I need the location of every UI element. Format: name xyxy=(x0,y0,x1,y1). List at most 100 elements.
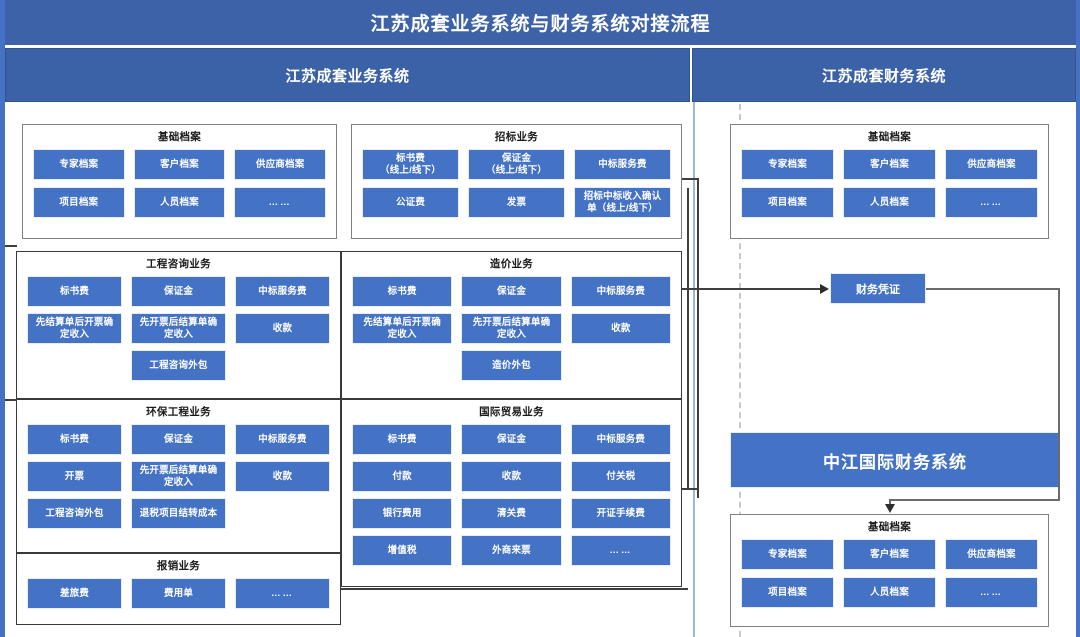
chip-winning-service-fee[interactable]: 中标服务费 xyxy=(235,424,330,455)
panel-cost-estimation-business: 造价业务 标书费 保证金 中标服务费 先结算单后开票确定收入 先开票后结算单确定… xyxy=(341,251,682,399)
chip-invoice-then-settle-revenue[interactable]: 先开票后结算单确定收入 xyxy=(131,461,226,492)
chip-more-ellipsis[interactable]: …… xyxy=(570,535,671,566)
panel-title: 报销业务 xyxy=(156,560,201,572)
chip-grid: 标书费（线上/线下） 保证金（线上/线下） 中标服务费 公证费 发票 招标中标收… xyxy=(352,144,681,226)
chip-grid: 专家档案 客户档案 供应商档案 项目档案 人员档案 …… xyxy=(731,534,1048,616)
panel-title: 国际贸易业务 xyxy=(479,406,544,418)
chip-tender-document-fee[interactable]: 标书费 xyxy=(27,424,122,455)
chip-customer-archive[interactable]: 客户档案 xyxy=(843,149,936,180)
chip-personnel-archive[interactable]: 人员档案 xyxy=(133,187,226,218)
chip-supplier-archive[interactable]: 供应商档案 xyxy=(234,149,326,180)
chip-project-archive[interactable]: 项目档案 xyxy=(741,577,834,608)
chip-invoice-then-settle-revenue[interactable]: 先开票后结算单确定收入 xyxy=(461,313,562,344)
node-zhongjiang-finance-system[interactable]: 中江国际财务系统 xyxy=(730,432,1060,488)
chip-personnel-archive[interactable]: 人员档案 xyxy=(843,577,936,608)
chip-spacer xyxy=(235,498,330,529)
chip-project-archive[interactable]: 项目档案 xyxy=(33,187,125,218)
chip-winning-service-fee[interactable]: 中标服务费 xyxy=(570,276,671,307)
panel-reimbursement-business: 报销业务 差旅费 费用单 …… xyxy=(16,553,341,625)
chip-winning-service-fee[interactable]: 中标服务费 xyxy=(574,149,671,180)
chip-tender-document-fee[interactable]: 标书费 xyxy=(352,424,453,455)
chip-spacer xyxy=(352,350,452,381)
chip-grid: 标书费 保证金 中标服务费 先结算单后开票确定收入 先开票后结算单确定收入 收款… xyxy=(342,271,681,389)
chip-deposit[interactable]: 保证金（线上/线下） xyxy=(468,149,565,180)
chip-personnel-archive[interactable]: 人员档案 xyxy=(843,187,936,218)
chip-receipt[interactable]: 收款 xyxy=(570,313,671,344)
chip-invoice[interactable]: 发票 xyxy=(468,187,565,218)
chip-tender-document-fee[interactable]: 标书费（线上/线下） xyxy=(362,149,459,180)
chip-bid-income-confirmation[interactable]: 招标中标收入确认单（线上/线下） xyxy=(574,187,671,218)
chip-engineering-consulting-outsourcing[interactable]: 工程咨询外包 xyxy=(131,350,226,381)
chip-more-ellipsis[interactable]: …… xyxy=(234,187,326,218)
chip-customs-duty-payment[interactable]: 付关税 xyxy=(570,461,671,492)
chip-tender-document-fee[interactable]: 标书费 xyxy=(352,276,453,307)
chip-tender-document-fee[interactable]: 标书费 xyxy=(27,276,122,307)
chip-deposit[interactable]: 保证金 xyxy=(131,276,226,307)
panel-title: 基础档案 xyxy=(157,131,202,143)
diagram-title-bar: 江苏成套业务系统与财务系统对接流程 xyxy=(5,0,1076,45)
chip-project-archive[interactable]: 项目档案 xyxy=(741,187,834,218)
chip-expense-voucher[interactable]: 费用单 xyxy=(131,578,226,609)
chip-receipt[interactable]: 收款 xyxy=(235,313,330,344)
panel-title: 造价业务 xyxy=(489,258,534,270)
chip-foreign-supplier-invoice[interactable]: 外商来票 xyxy=(461,535,562,566)
system-boundary-line xyxy=(693,102,695,637)
connector-voucher-down xyxy=(1058,288,1060,500)
chip-tax-refund-project-cost-carryover[interactable]: 退税项目结转成本 xyxy=(131,498,226,529)
chip-expert-archive[interactable]: 专家档案 xyxy=(33,149,125,180)
page-title: 江苏成套业务系统与财务系统对接流程 xyxy=(370,14,711,35)
chip-customer-archive[interactable]: 客户档案 xyxy=(133,149,226,180)
chip-lc-handling-fee[interactable]: 开证手续费 xyxy=(570,498,671,529)
chip-receipt[interactable]: 收款 xyxy=(461,461,562,492)
chip-customs-clearance-fee[interactable]: 清关费 xyxy=(461,498,562,529)
chip-expert-archive[interactable]: 专家档案 xyxy=(741,539,834,570)
connector-eng-left-stub xyxy=(5,245,17,247)
connector-trunk-to-voucher xyxy=(688,288,822,290)
chip-winning-service-fee[interactable]: 中标服务费 xyxy=(570,424,671,455)
chip-expert-archive[interactable]: 专家档案 xyxy=(741,149,834,180)
chip-spacer xyxy=(571,350,671,381)
chip-more-ellipsis[interactable]: …… xyxy=(945,577,1038,608)
chip-invoice-then-settle-revenue[interactable]: 先开票后结算单确定收入 xyxy=(131,313,226,344)
connector-trunk-vertical-inner xyxy=(687,188,689,488)
connector-to-archive-bottom xyxy=(890,499,1060,501)
panel-bidding-business: 招标业务 标书费（线上/线下） 保证金（线上/线下） 中标服务费 公证费 发票 … xyxy=(351,124,682,239)
chip-customer-archive[interactable]: 客户档案 xyxy=(843,539,936,570)
chip-issue-invoice[interactable]: 开票 xyxy=(27,461,122,492)
chip-supplier-archive[interactable]: 供应商档案 xyxy=(945,149,1038,180)
chip-notarization-fee[interactable]: 公证费 xyxy=(362,187,459,218)
node-financial-voucher[interactable]: 财务凭证 xyxy=(830,273,926,304)
connector-trunk-vertical xyxy=(697,178,699,498)
panel-basic-archive-business: 基础档案 专家档案 客户档案 供应商档案 项目档案 人员档案 …… xyxy=(22,124,337,239)
chip-grid: 标书费 保证金 中标服务费 开票 先开票后结算单确定收入 收款 工程咨询外包 退… xyxy=(17,419,340,537)
chip-spacer xyxy=(27,350,122,381)
chip-settle-then-invoice-revenue[interactable]: 先结算单后开票确定收入 xyxy=(27,313,122,344)
chip-settle-then-invoice-revenue[interactable]: 先结算单后开票确定收入 xyxy=(352,313,453,344)
chip-engineering-consulting-outsourcing[interactable]: 工程咨询外包 xyxy=(27,498,122,529)
page-edge-left-band xyxy=(0,0,5,637)
chip-cost-estimation-outsourcing[interactable]: 造价外包 xyxy=(461,350,562,381)
panel-title: 工程咨询业务 xyxy=(146,258,211,270)
chip-deposit[interactable]: 保证金 xyxy=(131,424,226,455)
connector-env-left-stub xyxy=(5,399,17,401)
chip-deposit[interactable]: 保证金 xyxy=(461,424,562,455)
chip-value-added-tax[interactable]: 增值税 xyxy=(352,535,453,566)
chip-payment[interactable]: 付款 xyxy=(352,461,453,492)
chip-bank-charges[interactable]: 银行费用 xyxy=(352,498,453,529)
panel-environmental-engineering-business: 环保工程业务 标书费 保证金 中标服务费 开票 先开票后结算单确定收入 收款 工… xyxy=(16,399,341,553)
chip-winning-service-fee[interactable]: 中标服务费 xyxy=(235,276,330,307)
page-edge-right-band xyxy=(1076,0,1080,637)
chip-more-ellipsis[interactable]: …… xyxy=(945,187,1038,218)
chip-deposit[interactable]: 保证金 xyxy=(461,276,562,307)
panel-basic-archive-finance-top: 基础档案 专家档案 客户档案 供应商档案 项目档案 人员档案 …… xyxy=(730,124,1049,239)
arrow-into-voucher-icon xyxy=(820,284,829,294)
system-header-finance-label: 江苏成套财务系统 xyxy=(821,67,946,85)
system-header-business-label: 江苏成套业务系统 xyxy=(285,67,410,85)
arrow-into-archive-bottom-icon xyxy=(885,504,895,513)
chip-supplier-archive[interactable]: 供应商档案 xyxy=(945,539,1038,570)
chip-receipt[interactable]: 收款 xyxy=(235,461,330,492)
chip-travel-expense[interactable]: 差旅费 xyxy=(27,578,122,609)
chip-more-ellipsis[interactable]: …… xyxy=(235,578,330,609)
system-header-finance: 江苏成套财务系统 xyxy=(692,48,1076,102)
